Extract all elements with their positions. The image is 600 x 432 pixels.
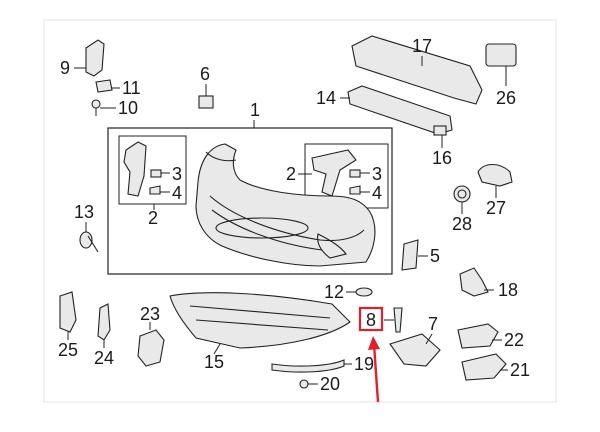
part-8 [393, 307, 403, 333]
part-10 [91, 99, 101, 109]
highlight-arrow [368, 336, 380, 403]
part-6 [198, 95, 214, 109]
bumper-cover [195, 143, 376, 267]
callout-9: 9 [60, 58, 70, 78]
callout-24: 24 [94, 348, 114, 368]
callout-22: 22 [504, 330, 524, 350]
callout-15: 15 [204, 352, 224, 372]
callout-4-left: 4 [172, 183, 182, 203]
part-14 [347, 85, 453, 135]
part-27 [477, 163, 513, 187]
callout-14: 14 [316, 88, 336, 108]
callout-18: 18 [498, 280, 518, 300]
clip-4-right [349, 185, 361, 195]
callout-23: 23 [140, 304, 160, 324]
callout-21: 21 [510, 360, 530, 380]
callout-16: 16 [432, 148, 452, 168]
callout-26: 26 [496, 88, 516, 108]
part-11 [95, 79, 113, 93]
callout-7: 7 [428, 314, 438, 334]
callout-3-right: 3 [372, 164, 382, 184]
left-bracket-box [118, 135, 187, 205]
callout-25: 25 [58, 340, 78, 360]
part-19 [271, 359, 345, 373]
part-23 [137, 329, 165, 367]
part-5 [401, 239, 419, 271]
callout-20: 20 [320, 374, 340, 394]
callout-19: 19 [354, 354, 374, 374]
callout-labels: 1 2 2 3 3 4 4 5 6 7 8 9 10 11 12 13 14 1… [58, 36, 530, 394]
callout-5: 5 [430, 246, 440, 266]
callout-27: 27 [486, 198, 506, 218]
part-24 [97, 303, 111, 341]
clip-3-right [349, 169, 361, 178]
part-8-highlight-box [358, 306, 384, 332]
part-17 [351, 35, 483, 105]
callout-6: 6 [200, 64, 210, 84]
part-9 [85, 39, 105, 77]
part-20 [299, 379, 309, 389]
right-bracket [311, 149, 357, 197]
left-bracket [123, 141, 147, 197]
part-18 [459, 267, 489, 297]
part-16 [433, 125, 447, 136]
callout-13: 13 [74, 202, 94, 222]
callout-11: 11 [122, 78, 141, 98]
callout-28: 28 [452, 214, 472, 234]
part-26 [485, 43, 517, 67]
part-25 [59, 291, 77, 333]
clip-3-left [150, 169, 162, 178]
clip-4-left [149, 185, 161, 195]
callout-2-left: 2 [148, 208, 158, 228]
callout-1: 1 [250, 100, 260, 120]
callout-2-right: 2 [286, 164, 296, 184]
part-15 [169, 292, 351, 349]
part-21 [461, 353, 507, 381]
part-28 [453, 185, 471, 203]
bumper-group-box [107, 127, 393, 275]
callout-8: 8 [366, 310, 376, 330]
callout-12: 12 [324, 282, 344, 302]
part-22 [457, 323, 499, 349]
callout-17: 17 [412, 36, 432, 56]
callout-4-right: 4 [372, 183, 382, 203]
part-12 [355, 287, 373, 297]
callout-3-left: 3 [172, 164, 182, 184]
callout-10: 10 [118, 98, 138, 118]
